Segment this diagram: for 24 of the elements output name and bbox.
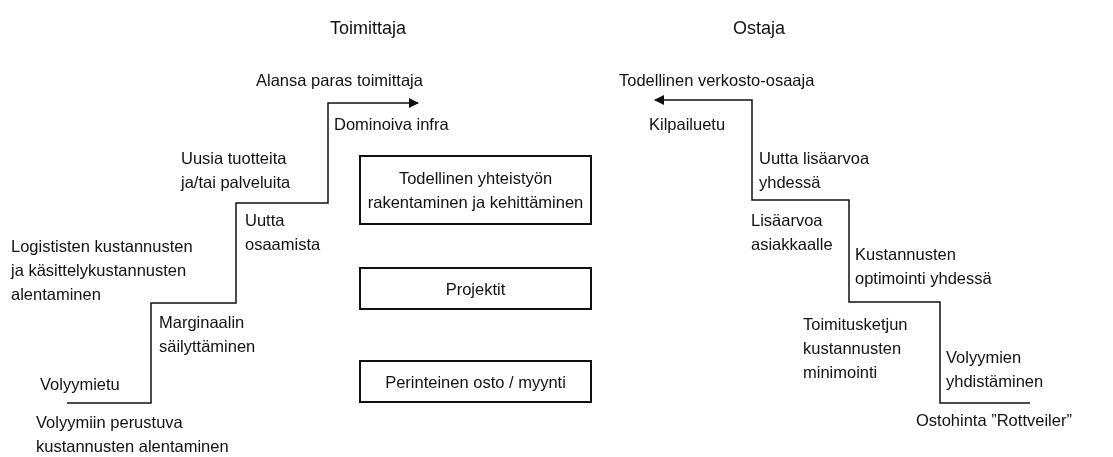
stage-label: Lisäarvoa asiakkaalle [751, 210, 834, 255]
stage-label: Kilpailuetu [649, 114, 727, 135]
stage-label: Uutta osaamista [245, 210, 322, 255]
stage-label: Kustannusten optimointi yhdessä [855, 244, 993, 289]
level-box [359, 267, 592, 310]
level-box [359, 360, 592, 403]
stage-label: Logististen kustannusten ja käsittelykustannusten alentaminen [11, 236, 194, 305]
stage-label: Alansa paras toimittaja [256, 70, 424, 91]
level-text: Projektit [444, 278, 507, 300]
level-text: Perinteinen osto / myynti [384, 371, 567, 393]
stage-label: Uusia tuotteita ja/tai palveluita [181, 148, 292, 193]
stage-label: Volyymietu [40, 374, 121, 395]
stage-label: Volyymien yhdistäminen [946, 347, 1045, 392]
stage-label: Uutta lisäarvoa yhdessä [759, 148, 871, 193]
stage-label: Marginaalin säilyttäminen [159, 312, 257, 357]
level-box [359, 155, 592, 225]
stage-label: Dominoiva infra [334, 114, 450, 135]
level-text: Todellinen yhteistyön rakentaminen ja kehittäminen [366, 168, 585, 213]
stage-label: Ostohinta ”Rottveiler” [916, 410, 1073, 431]
stage-label: Volyymiin perustuva kustannusten alentaminen [36, 412, 230, 457]
stage-label: Todellinen verkosto-osaaja [619, 70, 816, 91]
column-heading: Toimittaja [330, 17, 408, 40]
stage-label: Toimitusketjun kustannusten minimointi [803, 314, 909, 383]
column-heading: Ostaja [733, 17, 787, 40]
